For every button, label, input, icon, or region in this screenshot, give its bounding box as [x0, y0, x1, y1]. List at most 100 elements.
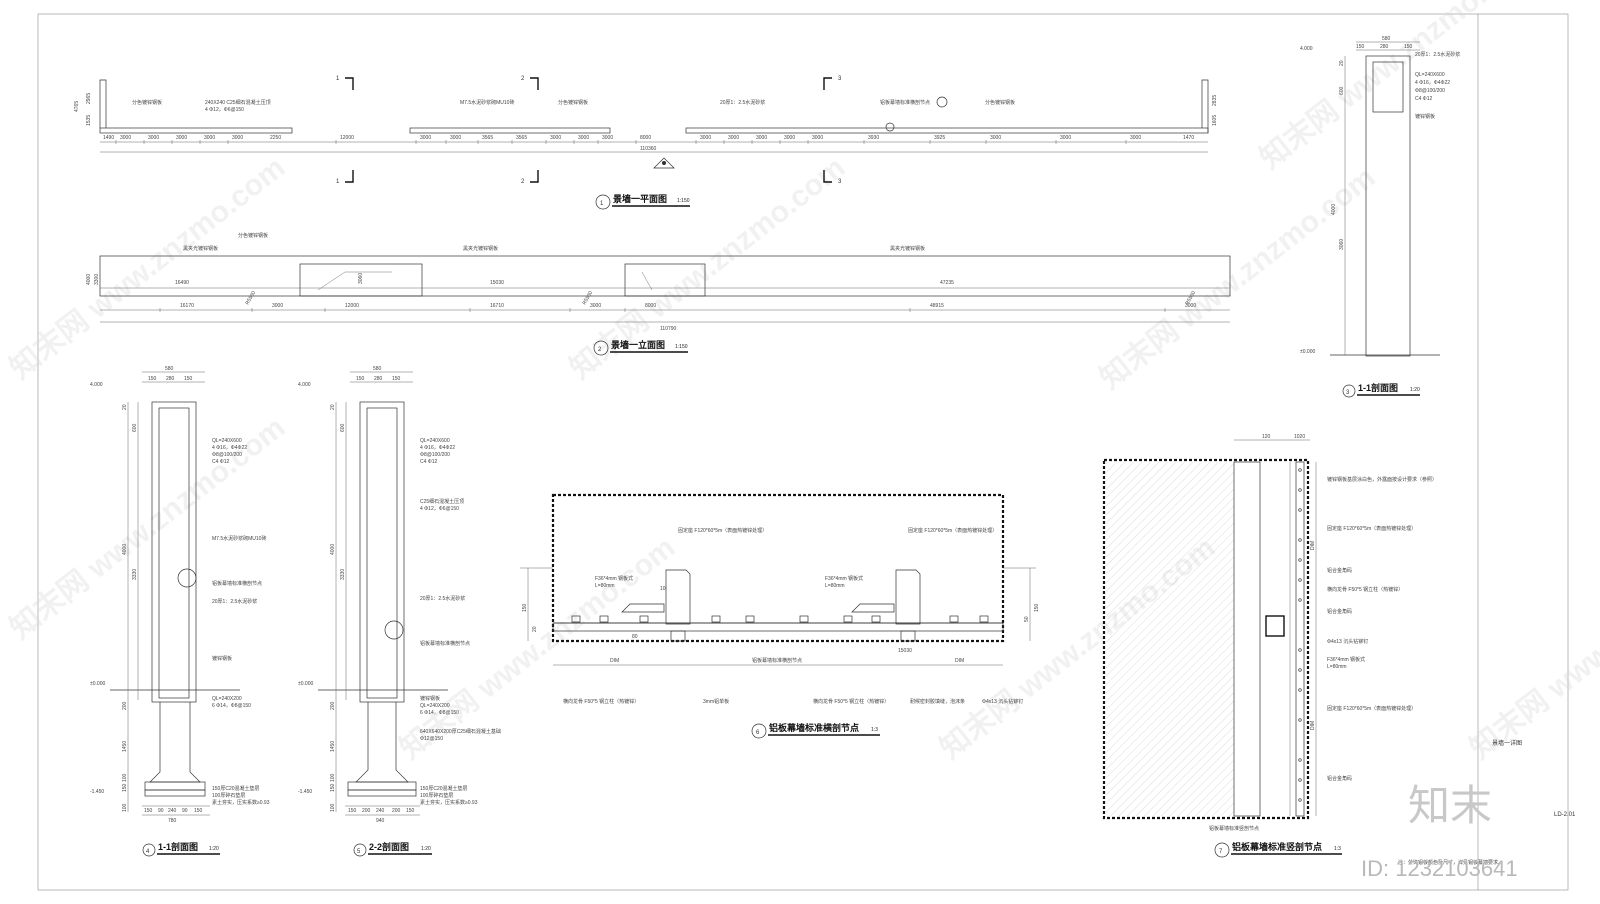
plan-note: 分色镀锌钢板: [132, 99, 162, 106]
section-dim: 200: [392, 808, 401, 814]
section-wall-core: [366, 407, 398, 699]
section-note: 640X640X200厚C25细石混凝土基础: [420, 728, 501, 735]
title-number-circle: [142, 843, 156, 857]
section-height: 3330: [340, 569, 346, 580]
title-number-circle: [353, 843, 367, 857]
level-label: ±0.000: [298, 681, 313, 687]
elevation-inner-dim: 15030: [490, 280, 504, 286]
section-note: M7.5水泥砂浆砌MU10砖: [212, 535, 266, 542]
plan-dim: 12000: [340, 135, 354, 141]
plan-dim-left: 1490: [103, 135, 114, 141]
plan-note: 铝板幕墙标准横剖节点: [880, 99, 930, 106]
section-height: 600: [1339, 86, 1345, 95]
view-number: 1: [600, 201, 604, 207]
title-number-circle: [1342, 384, 1356, 398]
section-height: 100: [122, 773, 128, 782]
plan-height: 2965: [86, 93, 92, 104]
detail-note: Φ4x13 沉头钻铆钉: [982, 698, 1023, 705]
detail-note: 铝合金角码: [1327, 775, 1352, 782]
section-dim: 280: [374, 376, 383, 382]
section-note: 镀锌钢板: [1415, 113, 1435, 120]
detail-dim: DIM: [955, 658, 964, 664]
section-mark-label: 2: [521, 76, 525, 82]
plan-dim: 3000: [990, 135, 1001, 141]
plan-dim: 3000: [602, 135, 613, 141]
plan-dim: 3000: [728, 135, 739, 141]
detail-note: 固定座 F120*60*5m（表面热镀锌处理）: [1327, 525, 1416, 532]
detail-inner-label: 铝板幕墙标准竖剖节点: [1209, 825, 1259, 832]
view-number: 5: [357, 849, 361, 855]
view-number: 6: [756, 730, 760, 736]
plan-dim: 3000: [450, 135, 461, 141]
section-note: 4 Φ16，Φ4Φ22: [420, 445, 455, 451]
detail-note: L=80mm: [825, 583, 845, 589]
section-marks: 1 1 2 2 3 3: [336, 76, 842, 185]
elevation-opening-detail: [317, 271, 392, 291]
steel-bracket: [851, 603, 895, 613]
section-note: Φ8@100/200: [1415, 88, 1445, 94]
level-label: 4.000: [90, 382, 103, 388]
section-height: 600: [340, 423, 346, 432]
section-note: 4 Φ16，Φ4Φ22: [1415, 80, 1450, 86]
rivet-icon: [1298, 488, 1302, 492]
aluminum-panel: [552, 622, 1004, 632]
section-note: 150厚C20混凝土垫层: [212, 785, 260, 792]
level-label: 4.000: [298, 382, 311, 388]
view-scale: 1:20: [1410, 387, 1420, 393]
section-note: Φ12@150: [420, 736, 443, 742]
section-note: 铝板幕墙标准横剖节点: [420, 640, 470, 647]
plan-note: 分色镀锌钢板: [558, 99, 588, 106]
title-number-circle: [593, 340, 609, 356]
section-height: 3060: [1339, 239, 1345, 250]
detail-note: F36*4mm 钢板式: [1327, 656, 1365, 663]
gravel-base: [144, 789, 206, 797]
rivet-icon: [949, 615, 959, 623]
view-title: 景墙一立面图: [611, 339, 665, 350]
detail-note: 3mm铝单板: [703, 698, 729, 705]
view-scale: 1:3: [871, 727, 878, 733]
section-height: 100: [122, 803, 128, 812]
plan-dim: 3000: [1060, 135, 1071, 141]
section-note: 镀锌钢板: [212, 655, 232, 662]
elevation-inner-dim: 47235: [940, 280, 954, 286]
section-note: C4 Φ12: [420, 459, 438, 465]
section-dim: 580: [165, 366, 174, 372]
plan-dim: 3000: [550, 135, 561, 141]
detail-dim: 150: [1034, 603, 1040, 612]
level-label: -1.450: [90, 789, 104, 795]
elevation-opening: [624, 263, 706, 297]
rivet-icon: [1298, 578, 1302, 582]
plan-wall-segment: [409, 127, 611, 134]
watermark: 知末网 www.znzmo.com: [4, 151, 291, 386]
view-number: 3: [1346, 390, 1350, 396]
section-dim: 200: [362, 808, 371, 814]
rivet-icon: [711, 615, 721, 623]
section-height: 600: [132, 423, 138, 432]
section-dim: 150: [406, 808, 415, 814]
level-label: 4.000: [1300, 46, 1313, 52]
rivet-icon: [1298, 468, 1302, 472]
rivet-icon: [1298, 508, 1302, 512]
concrete-base: [144, 781, 206, 791]
section-height: 20: [330, 404, 336, 410]
plan-wall-return-right: [1201, 79, 1209, 133]
detail-callout-icon: [936, 96, 948, 108]
plan-dim: 3930: [868, 135, 879, 141]
elevation-dim: 16710: [490, 303, 504, 309]
section-dim: 580: [1382, 36, 1391, 42]
aluminum-panel: [1295, 461, 1305, 817]
section-mark-label: 1: [336, 76, 340, 82]
elevation-tag: R5530: [245, 290, 258, 306]
elevation-total-dim: 110790: [660, 326, 677, 332]
detail-footnote: 注：外饰铝板颜色及尺寸，详见铝板幕墙要求。: [1398, 859, 1503, 866]
rivet-icon: [799, 615, 809, 623]
detail-dim: 80: [632, 634, 638, 640]
view-title: 景墙一平面图: [613, 193, 667, 204]
detail-note: F36*4mm 钢板式: [825, 575, 863, 582]
section-wall: [151, 401, 197, 703]
